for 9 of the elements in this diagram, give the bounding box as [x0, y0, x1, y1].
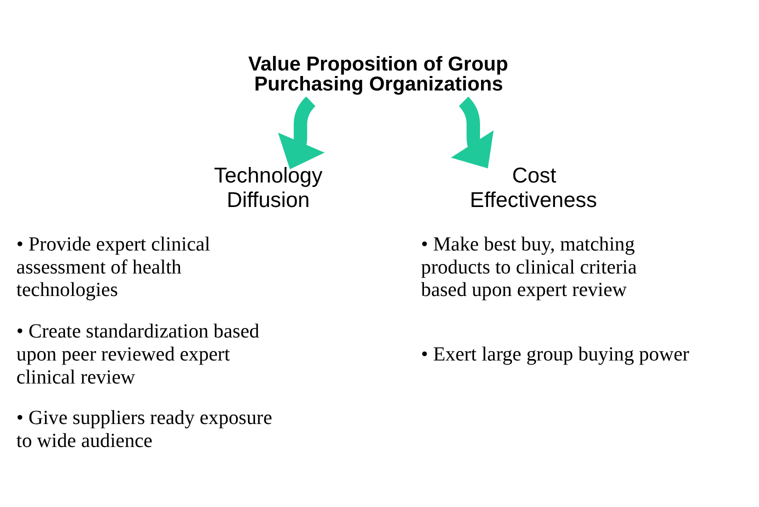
node-text: Technology Diffusion	[214, 163, 322, 212]
node-label: • Make best buy, matching products to clinical criteria based upon expert review	[421, 233, 637, 301]
node-label: • Exert large group buying power	[421, 343, 690, 366]
arrow	[450, 96, 494, 168]
node-text: Value Proposition of Group Purchasing Organizations	[248, 52, 508, 96]
node-text: Cost Effectiveness	[470, 163, 597, 212]
node-label: • Give suppliers ready exposure to wide audience	[16, 406, 272, 452]
node-label: • Create standardization based upon peer reviewed expert clinical review	[16, 320, 260, 388]
node-label: • Provide expert clinical assessment of health technologies	[16, 233, 210, 301]
